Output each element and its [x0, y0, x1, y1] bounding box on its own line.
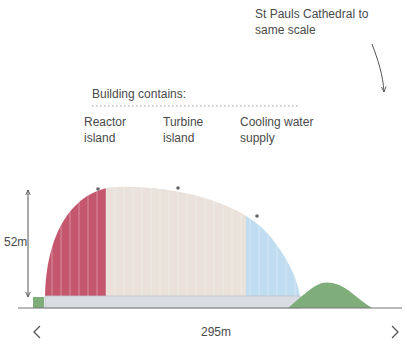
- stripe: [268, 180, 269, 300]
- heading-label: Building contains:: [92, 86, 242, 102]
- width-chevron: [392, 326, 398, 338]
- note-label: St Pauls Cathedral to same scale: [255, 6, 375, 38]
- stripe: [169, 180, 170, 300]
- height-dimension: [28, 190, 29, 297]
- stripe: [223, 180, 224, 300]
- small-building: [33, 297, 44, 308]
- pointer-dot: [255, 214, 259, 218]
- stripe: [241, 180, 242, 300]
- stripe: [295, 180, 296, 300]
- dimension-label: 52m: [4, 234, 34, 250]
- stripe: [142, 180, 143, 300]
- stripe: [277, 180, 278, 300]
- stripe: [124, 180, 125, 300]
- stripe: [250, 180, 251, 300]
- stripe: [160, 180, 161, 300]
- dimension-label: 295m: [201, 324, 231, 340]
- stripe: [115, 180, 116, 300]
- turbine-section: [106, 180, 246, 305]
- pointer-dot: [176, 186, 180, 190]
- stripe: [205, 180, 206, 300]
- st-pauls-shape: [288, 282, 372, 308]
- stripe: [70, 180, 71, 300]
- ground-line: [18, 308, 402, 309]
- stripe: [61, 180, 62, 300]
- stripe: [52, 180, 53, 300]
- pointer-arrow: [372, 44, 384, 92]
- width-chevron: [34, 326, 40, 338]
- base-slab: [45, 296, 300, 308]
- stripe: [232, 180, 233, 300]
- cooling-section: [246, 180, 306, 305]
- stripe: [106, 180, 107, 300]
- stripe: [286, 180, 287, 300]
- stripe: [187, 180, 188, 300]
- reactor-section: [40, 180, 106, 305]
- stripe: [79, 180, 80, 300]
- stripe: [133, 180, 134, 300]
- pointer-dot: [96, 187, 100, 191]
- section-label: Turbine island: [163, 114, 221, 146]
- stripe: [214, 180, 215, 300]
- dotted-rule: [92, 106, 300, 107]
- section-label: Cooling water supply: [240, 114, 322, 146]
- dome: [40, 180, 306, 305]
- stripe: [151, 180, 152, 300]
- stripes: [52, 180, 295, 300]
- section-label: Reactor island: [84, 114, 142, 146]
- stripe: [97, 180, 98, 300]
- stripe: [259, 180, 260, 300]
- stripe: [88, 180, 89, 300]
- stripe: [196, 180, 197, 300]
- stripe: [178, 180, 179, 300]
